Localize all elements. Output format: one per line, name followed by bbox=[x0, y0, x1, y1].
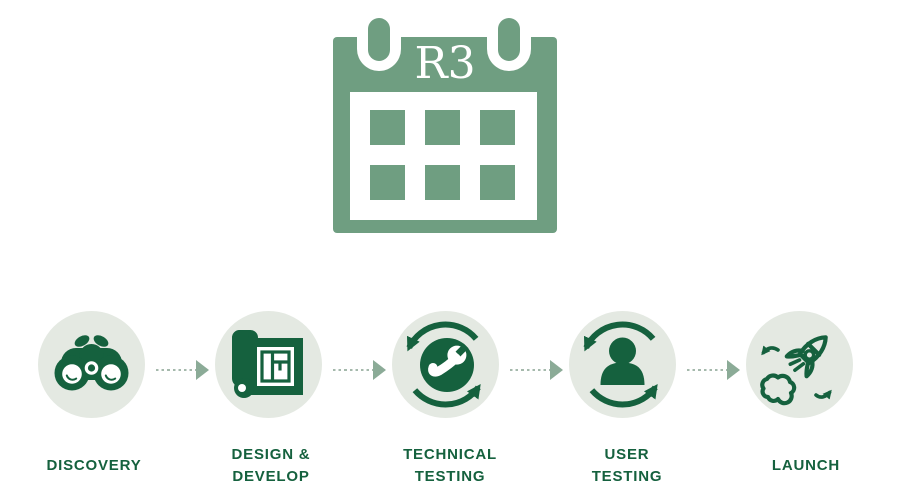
step-label-discovery: DISCOVERY bbox=[46, 456, 142, 474]
arrow-connector bbox=[687, 360, 740, 380]
step-label-technical-testing: TECHNICAL TESTING bbox=[403, 445, 497, 486]
blueprint-icon bbox=[232, 330, 303, 398]
rocket-icon bbox=[760, 335, 832, 406]
step-design-develop bbox=[215, 311, 322, 418]
arrowhead-icon bbox=[727, 360, 740, 380]
dotted-line bbox=[333, 368, 373, 372]
step-user-testing bbox=[569, 311, 676, 418]
dotted-line bbox=[156, 368, 196, 372]
arrowhead-icon bbox=[550, 360, 563, 380]
step-technical-testing bbox=[392, 311, 499, 418]
arrowhead-icon bbox=[373, 360, 386, 380]
calendar-label: R3 bbox=[414, 38, 475, 89]
binoculars-icon bbox=[54, 335, 129, 391]
step-discovery bbox=[38, 311, 145, 418]
arrowhead-icon bbox=[196, 360, 209, 380]
dotted-line bbox=[687, 368, 727, 372]
calendar-icon: R3 bbox=[333, 18, 557, 233]
user-sync-icon bbox=[583, 321, 658, 408]
arrow-connector bbox=[333, 360, 386, 380]
step-launch bbox=[746, 311, 853, 418]
step-label-design-develop: DESIGN & DEVELOP bbox=[231, 445, 311, 486]
step-label-user-testing: USER TESTING bbox=[591, 445, 663, 486]
step-label-launch: LAUNCH bbox=[771, 456, 841, 474]
dotted-line bbox=[510, 368, 550, 372]
arrow-connector bbox=[156, 360, 209, 380]
wrench-sync-icon bbox=[406, 321, 481, 408]
arrow-connector bbox=[510, 360, 563, 380]
